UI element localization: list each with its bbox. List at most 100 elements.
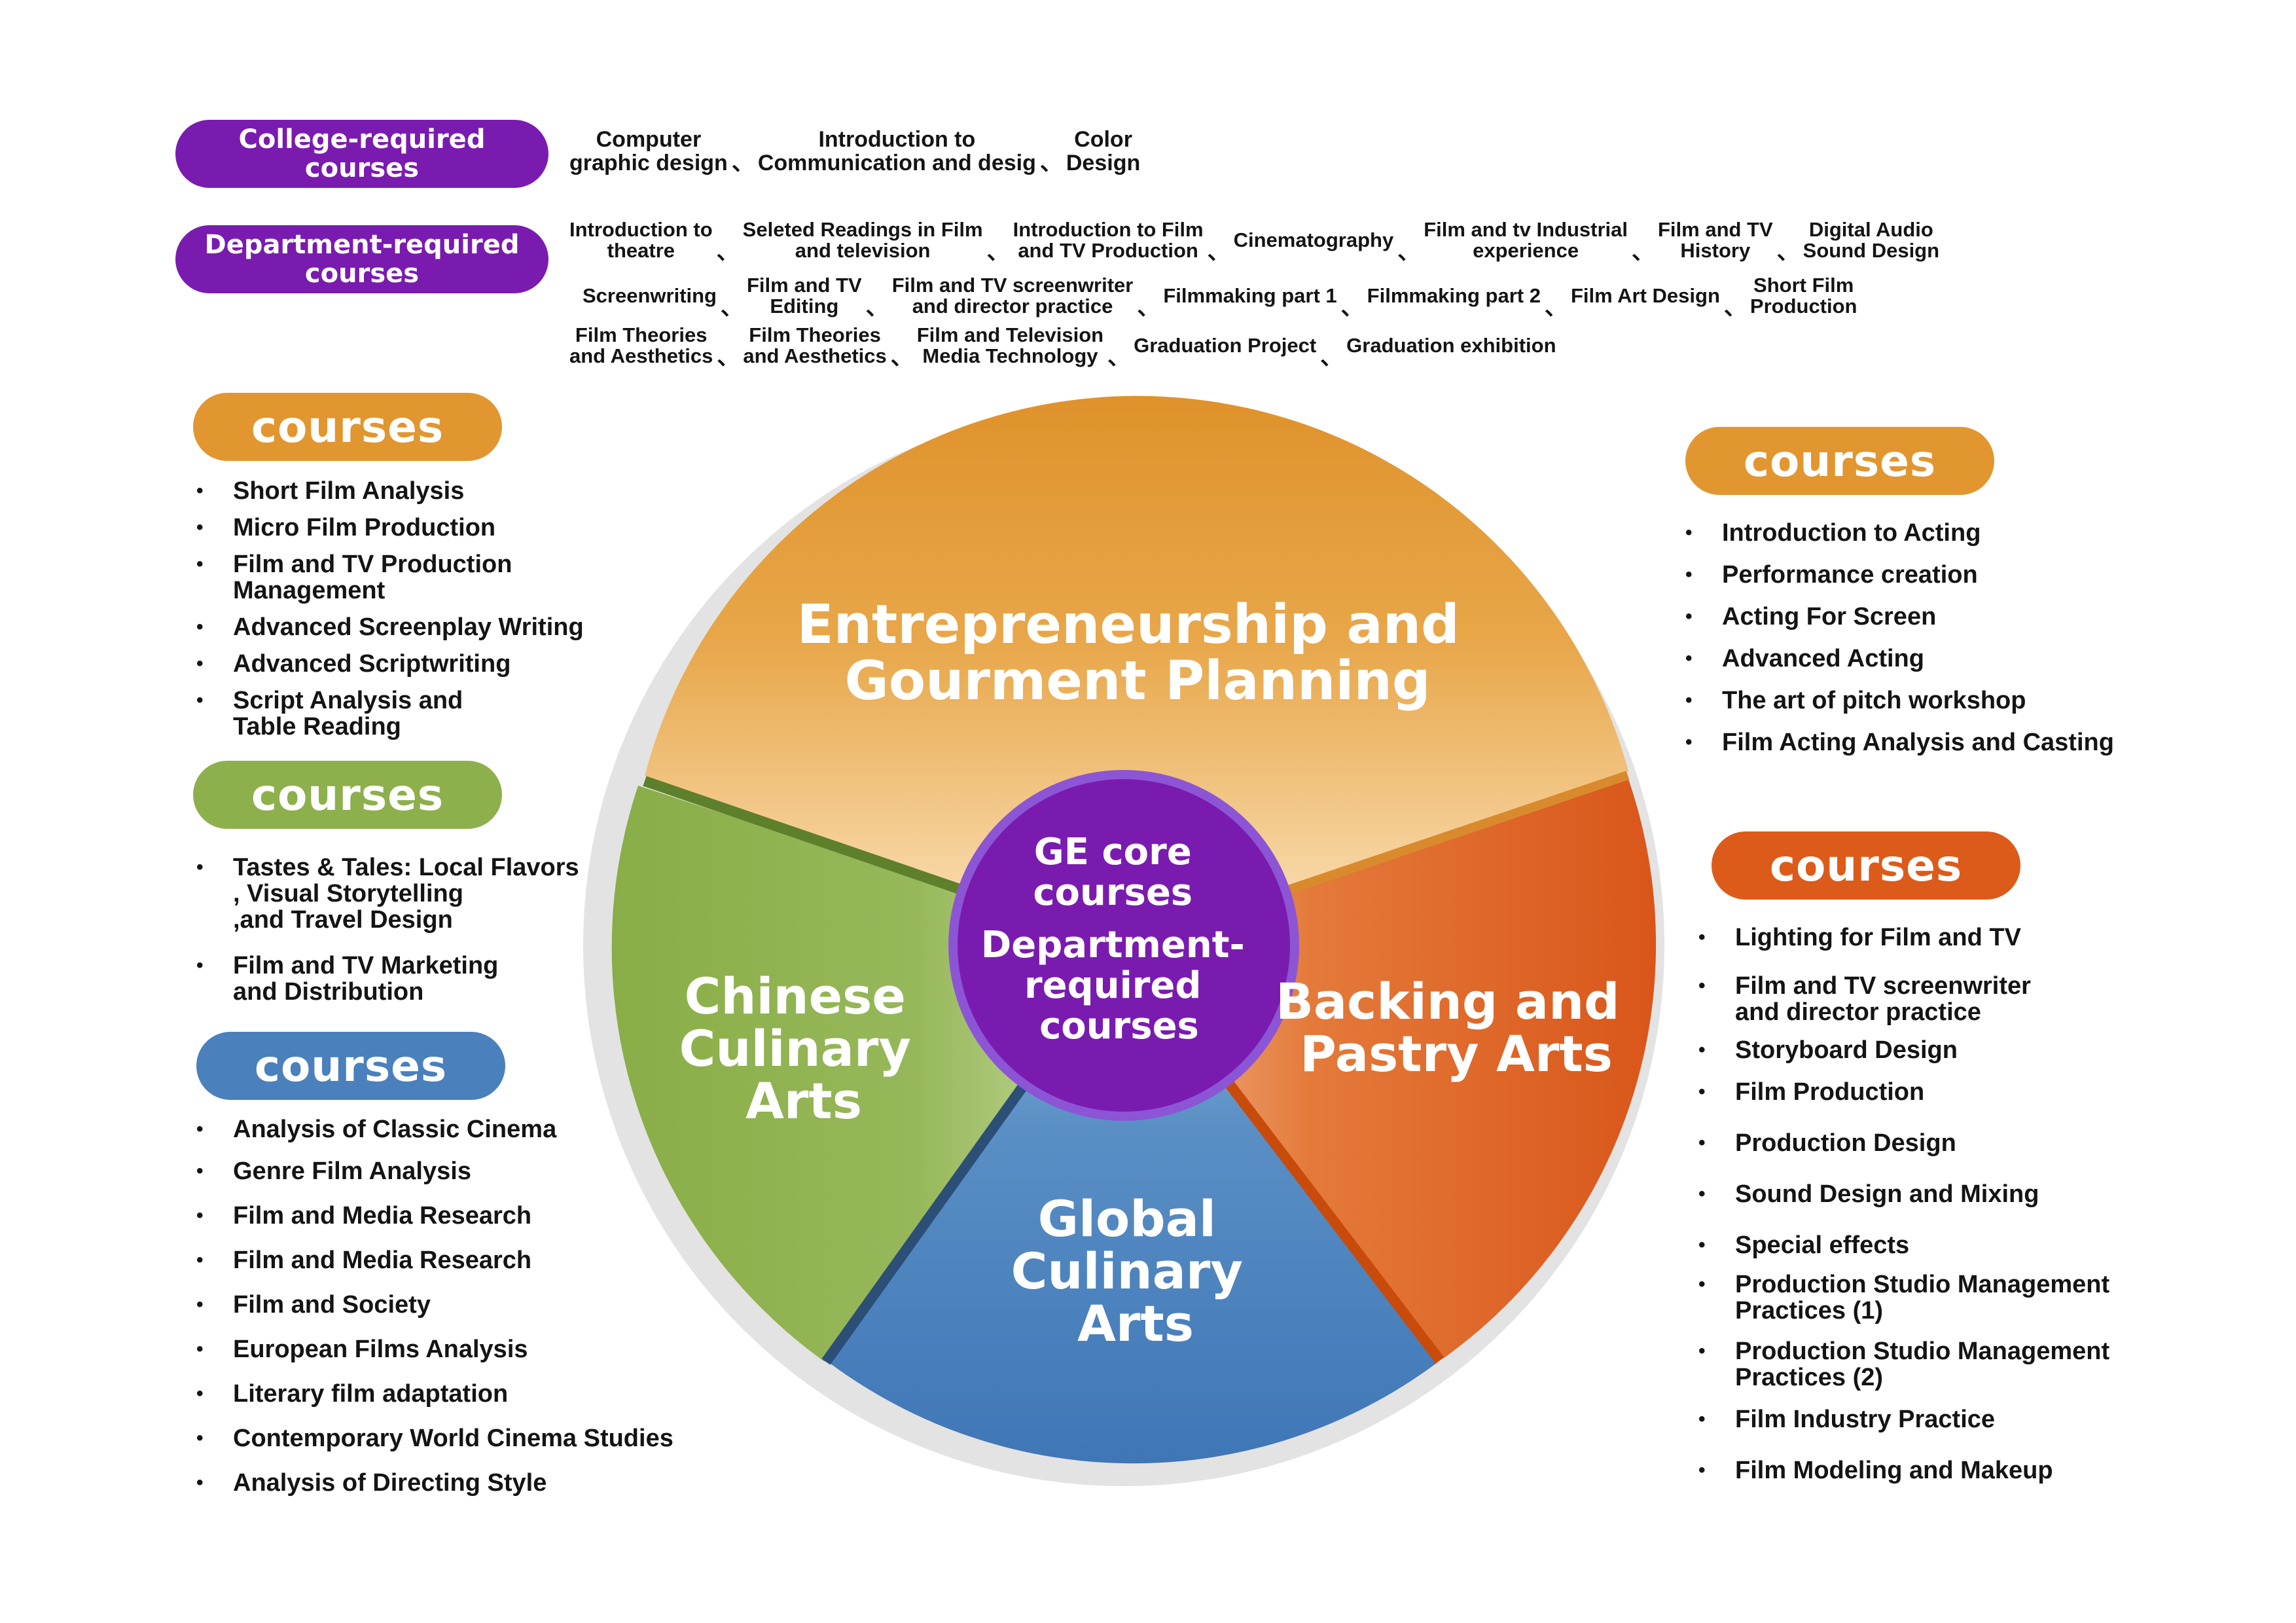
list-item: Special effects xyxy=(1698,1232,2248,1258)
course-list-blue-left: Analysis of Classic Cinema Genre Film An… xyxy=(196,1116,720,1496)
label-line: Backing and xyxy=(1276,972,1620,1030)
department-course: Filmmaking part 1 xyxy=(1163,284,1337,307)
list-item: Film and TV screenwriter and director pr… xyxy=(1698,973,2248,1025)
list-item: Analysis of Directing Style xyxy=(196,1470,720,1496)
department-course: Film Theories and Aesthetics xyxy=(569,323,713,367)
course-list-red-right: Lighting for Film and TV Film and TV scr… xyxy=(1698,924,2248,1484)
list-item: Storyboard Design xyxy=(1698,1037,2248,1063)
list-item: Film Acting Analysis and Casting xyxy=(1685,729,2209,756)
list-item: Micro Film Production xyxy=(196,515,655,541)
department-course: Filmmaking part 2 xyxy=(1367,284,1541,307)
label-line: Culinary xyxy=(1011,1242,1243,1300)
list-item: Film and Media Research xyxy=(196,1203,720,1229)
list-item: Performance creation xyxy=(1685,562,2209,588)
separator: 、 xyxy=(1320,344,1343,370)
segment-entrepreneurship xyxy=(645,395,1628,945)
department-required-pill: Department-required courses xyxy=(175,225,548,293)
list-item: Lighting for Film and TV xyxy=(1698,924,2248,951)
label-line: Culinary xyxy=(679,1019,911,1078)
label-line: Arts xyxy=(1077,1294,1194,1353)
segment-baking-pastry xyxy=(1124,779,1657,1359)
courses-pill-orange-left: courses xyxy=(193,393,502,461)
list-item: Film Industry Practice xyxy=(1698,1406,2248,1432)
courses-pill-orange-right: courses xyxy=(1685,427,1994,495)
label-global-culinary: Global Culinary Arts xyxy=(1011,1190,1261,1353)
department-required-row-1: Introduction to theatre 、 Seleted Readin… xyxy=(569,218,1940,264)
list-item: Film and Media Research xyxy=(196,1247,720,1273)
department-course: Digital Audio Sound Design xyxy=(1803,218,1940,262)
separator: 、 xyxy=(1340,295,1363,320)
department-course: Introduction to Film and TV Production xyxy=(1013,218,1204,262)
separator: 、 xyxy=(716,239,739,264)
center-hub-ring xyxy=(948,770,1299,1121)
label-line: Entrepreneurship and xyxy=(797,594,1460,656)
list-item: Film and Society xyxy=(196,1292,720,1318)
label-baking-pastry: Backing and Pastry Arts xyxy=(1276,972,1637,1083)
label-line: Pastry Arts xyxy=(1300,1025,1613,1083)
college-required-list: Computer graphic design 、 Introduction t… xyxy=(569,128,1140,175)
college-course: Color Design xyxy=(1066,127,1141,175)
department-course: Film Art Design xyxy=(1570,284,1720,307)
courses-pill-red-right: courses xyxy=(1712,831,2020,900)
divider-green xyxy=(643,776,1126,951)
list-item: Contemporary World Cinema Studies xyxy=(196,1425,720,1451)
course-list-orange-left: Short Film Analysis Micro Film Productio… xyxy=(196,478,655,740)
list-item: Genre Film Analysis xyxy=(196,1158,720,1184)
department-course: Film and TV Editing xyxy=(747,274,862,318)
list-item: Introduction to Acting xyxy=(1685,520,2209,546)
department-course: Short Film Production xyxy=(1749,274,1857,318)
college-course: Computer graphic design xyxy=(569,127,728,175)
list-item: Production Studio Management Practices (… xyxy=(1698,1271,2248,1324)
college-required-pill: College-required courses xyxy=(175,120,548,188)
separator: 、 xyxy=(731,150,754,175)
list-item: Sound Design and Mixing xyxy=(1698,1181,2248,1207)
label-line: required xyxy=(1024,964,1201,1007)
list-item: Film Production xyxy=(1698,1079,2248,1105)
separator: 、 xyxy=(1207,239,1230,264)
college-course: Introduction to Communication and desig xyxy=(757,127,1036,175)
list-item: Advanced Screenplay Writing xyxy=(196,614,655,640)
label-entrepreneurship: Entrepreneurship and Gourment Planning xyxy=(797,594,1479,712)
label-line: Global xyxy=(1038,1190,1216,1248)
list-item: Acting For Screen xyxy=(1685,604,2209,630)
list-item: Production Studio Management Practices (… xyxy=(1698,1338,2248,1391)
department-required-row-2: Screenwriting 、 Film and TV Editing 、 Fi… xyxy=(583,274,1857,320)
course-list-green-left: Tastes & Tales: Local Flavors , Visual S… xyxy=(196,854,655,1005)
label-line: courses xyxy=(1033,871,1193,914)
list-item: Analysis of Classic Cinema xyxy=(196,1116,720,1142)
separator: 、 xyxy=(1631,239,1654,264)
department-course: Screenwriting xyxy=(583,284,717,307)
list-item: Production Design xyxy=(1698,1130,2248,1156)
list-item: Advanced Acting xyxy=(1685,646,2209,672)
separator: 、 xyxy=(865,295,888,320)
divider-blue xyxy=(821,942,1128,1365)
department-course: Film Theories and Aesthetics xyxy=(743,323,887,367)
separator: 、 xyxy=(1137,295,1160,320)
separator: 、 xyxy=(717,344,740,370)
courses-pill-blue-left: courses xyxy=(196,1032,505,1100)
wheel-outer-ring xyxy=(583,405,1664,1486)
list-item: Film Modeling and Makeup xyxy=(1698,1457,2248,1484)
department-course: Film and TV screenwriter and director pr… xyxy=(891,274,1134,318)
department-course: Introduction to theatre xyxy=(569,218,713,262)
list-item: Script Analysis and Table Reading xyxy=(196,687,655,740)
separator: 、 xyxy=(1039,150,1062,175)
course-list-orange-right: Introduction to Acting Performance creat… xyxy=(1685,520,2209,756)
list-item: Tastes & Tales: Local Flavors , Visual S… xyxy=(196,854,655,933)
segment-global-culinary xyxy=(828,945,1437,1464)
center-label: GE core courses Department- required cou… xyxy=(981,831,1257,1048)
label-line: Arts xyxy=(745,1072,862,1130)
label-line: Department- xyxy=(981,924,1245,966)
department-course: Cinematography xyxy=(1233,228,1394,251)
center-hub xyxy=(958,779,1290,1112)
list-item: Film and TV Production Management xyxy=(196,551,655,604)
department-course: Graduation exhibition xyxy=(1346,334,1556,357)
separator: 、 xyxy=(1723,295,1746,320)
department-required-row-3: Film Theories and Aesthetics 、 Film Theo… xyxy=(569,323,1556,370)
separator: 、 xyxy=(890,344,913,370)
separator: 、 xyxy=(1397,239,1420,264)
separator: 、 xyxy=(1776,239,1799,264)
list-item: Literary film adaptation xyxy=(196,1381,720,1407)
department-course: Graduation Project xyxy=(1134,334,1317,357)
separator: 、 xyxy=(1544,295,1567,320)
